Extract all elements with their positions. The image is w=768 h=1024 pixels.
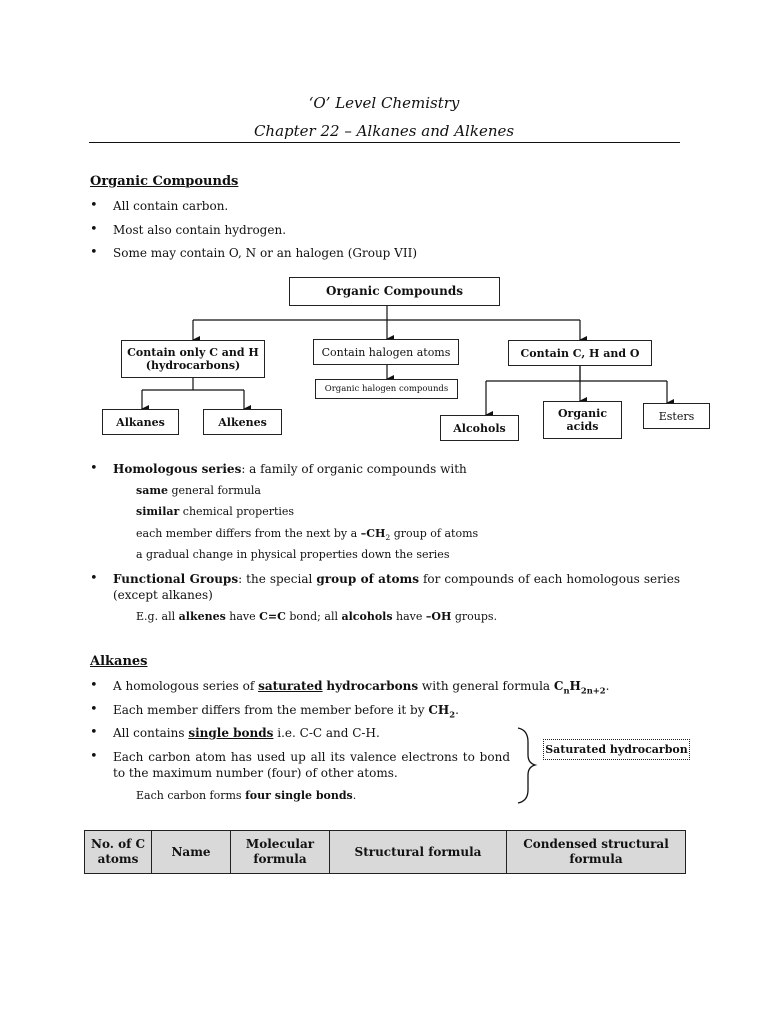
organic-acids-box: Organic acids: [543, 401, 622, 439]
document-title: ‘O’ Level Chemistry: [308, 94, 460, 112]
table-header-cell: Condensed structural formula: [506, 830, 686, 874]
alkanes-heading: Alkanes: [90, 654, 148, 669]
organic-compounds-box: Organic Compounds: [289, 277, 500, 306]
homologous-point: same general formula: [136, 484, 261, 497]
saturated-hydrocarbon-label: Saturated hydrocarbon: [543, 739, 690, 760]
alkanes-box: Alkanes: [102, 409, 179, 435]
alkenes-box: Alkenes: [203, 409, 282, 435]
table-header-cell: Name: [151, 830, 231, 874]
homologous-point: similar chemical properties: [136, 505, 295, 518]
chapter-title: Chapter 22 – Alkanes and Alkenes: [253, 122, 515, 140]
title-rule: [89, 142, 680, 143]
table-header-cell: Structural formula: [329, 830, 507, 874]
halogen-atoms-box: Contain halogen atoms: [313, 339, 459, 365]
homologous-point: a gradual change in physical properties …: [136, 548, 450, 561]
table-header-row: No. of C atoms Name Molecular formula St…: [84, 830, 686, 874]
homologous-point: each member differs from the next by a –…: [136, 527, 479, 543]
alkanes-table: No. of C atoms Name Molecular formula St…: [84, 830, 686, 874]
organic-compounds-heading: Organic Compounds: [90, 174, 239, 189]
organic-halogen-compounds-box: Organic halogen compounds: [315, 379, 458, 399]
alcohols-box: Alcohols: [440, 415, 519, 441]
carbon-bonds-note: Each carbon forms four single bonds.: [136, 789, 357, 802]
table-header-cell: No. of C atoms: [84, 830, 152, 874]
table-header-cell: Molecular formula: [230, 830, 330, 874]
hydrocarbons-box: Contain only C and H (hydrocarbons): [121, 340, 265, 378]
cho-box: Contain C, H and O: [508, 340, 652, 366]
functional-groups-example: E.g. all alkenes have C=C bond; all alco…: [136, 610, 498, 623]
esters-box: Esters: [643, 403, 710, 429]
